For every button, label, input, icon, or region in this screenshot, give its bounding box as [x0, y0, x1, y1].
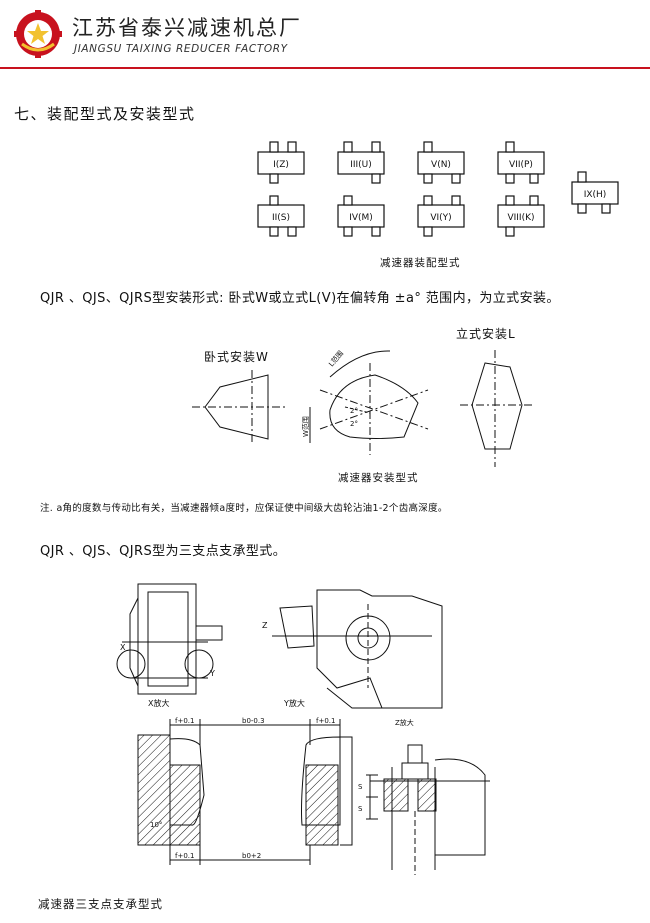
svg-text:I(Z): I(Z): [273, 160, 289, 170]
assembly-forms-diagram: I(Z) III(U) V(N) VII(P) IX(H) II(S) IV(M…: [257, 141, 619, 237]
svg-text:2°: 2°: [350, 420, 358, 428]
assembly-form-5: [417, 141, 465, 184]
section-title: 七、装配型式及安装型式: [14, 105, 196, 123]
svg-text:b0-0.3: b0-0.3: [242, 717, 265, 725]
svg-text:V(N): V(N): [431, 160, 451, 170]
assembly-form-2: [257, 195, 305, 237]
note-text: 注. a角的度数与传动比有关，当减速器倾a度时，应保证使中间级大齿轮沾油1-2个…: [40, 503, 448, 514]
x-zoom-circle: [116, 649, 146, 679]
assembly-caption: 减速器装配型式: [380, 257, 461, 269]
support-caption: 减速器三支点支承型式: [38, 897, 163, 911]
svg-text:Z放大: Z放大: [395, 718, 414, 727]
assembly-form-8: [497, 195, 545, 237]
vertical-install-label: 立式安装L: [456, 327, 516, 341]
svg-text:Y放大: Y放大: [283, 698, 305, 708]
install-description: QJR 、QJS、QJRS型安装形式: 卧式W或立式L(V)在偏转角 ±a° 范…: [40, 291, 560, 306]
svg-text:VIII(K): VIII(K): [507, 213, 534, 223]
factory-logo: [14, 10, 62, 58]
support-description: QJR 、QJS、QJRS型为三支点支承型式。: [40, 544, 287, 559]
svg-text:II(S): II(S): [272, 213, 290, 223]
install-caption: 减速器安装型式: [338, 472, 419, 484]
y-zoom-circle: [184, 649, 214, 679]
svg-text:f+0.1: f+0.1: [316, 717, 335, 725]
company-name-en: JIANGSU TAIXING REDUCER FACTORY: [74, 43, 288, 55]
header-divider: [0, 67, 650, 69]
svg-text:W范围: W范围: [301, 416, 310, 437]
assembly-form-4: [337, 195, 385, 237]
support-diagram-lower: f+0.1 b0-0.3 f+0.1 10° f+0.1 b0+2 S S Z放…: [137, 717, 490, 875]
svg-text:Y: Y: [209, 669, 215, 678]
svg-text:X: X: [120, 643, 126, 652]
support-diagram-upper: X Y Z X放大 Y放大: [116, 583, 443, 709]
svg-text:Z: Z: [262, 621, 268, 630]
svg-text:10°: 10°: [150, 821, 162, 829]
svg-text:b0+2: b0+2: [242, 852, 261, 860]
assembly-form-7: [497, 141, 545, 184]
install-forms-diagram: L范围 W范围 2° 2°: [192, 349, 535, 467]
svg-text:2°: 2°: [350, 407, 358, 415]
horizontal-install-label: 卧式安装W: [204, 350, 269, 364]
svg-text:III(U): III(U): [350, 160, 372, 170]
svg-text:f+0.1: f+0.1: [175, 852, 194, 860]
assembly-form-1: [257, 141, 305, 184]
assembly-form-3: [337, 141, 385, 184]
assembly-form-6: [417, 195, 465, 237]
svg-text:S: S: [358, 783, 363, 791]
assembly-form-9: [571, 171, 619, 214]
svg-text:L范围: L范围: [327, 349, 345, 369]
svg-text:X放大: X放大: [148, 698, 169, 708]
svg-text:IX(H): IX(H): [584, 190, 607, 200]
svg-text:f+0.1: f+0.1: [175, 717, 194, 725]
svg-text:VII(P): VII(P): [509, 160, 533, 170]
svg-text:IV(M): IV(M): [349, 213, 373, 223]
svg-text:S: S: [358, 805, 363, 813]
company-name-cn: 江苏省泰兴减速机总厂: [72, 16, 302, 40]
svg-text:VI(Y): VI(Y): [430, 213, 451, 223]
